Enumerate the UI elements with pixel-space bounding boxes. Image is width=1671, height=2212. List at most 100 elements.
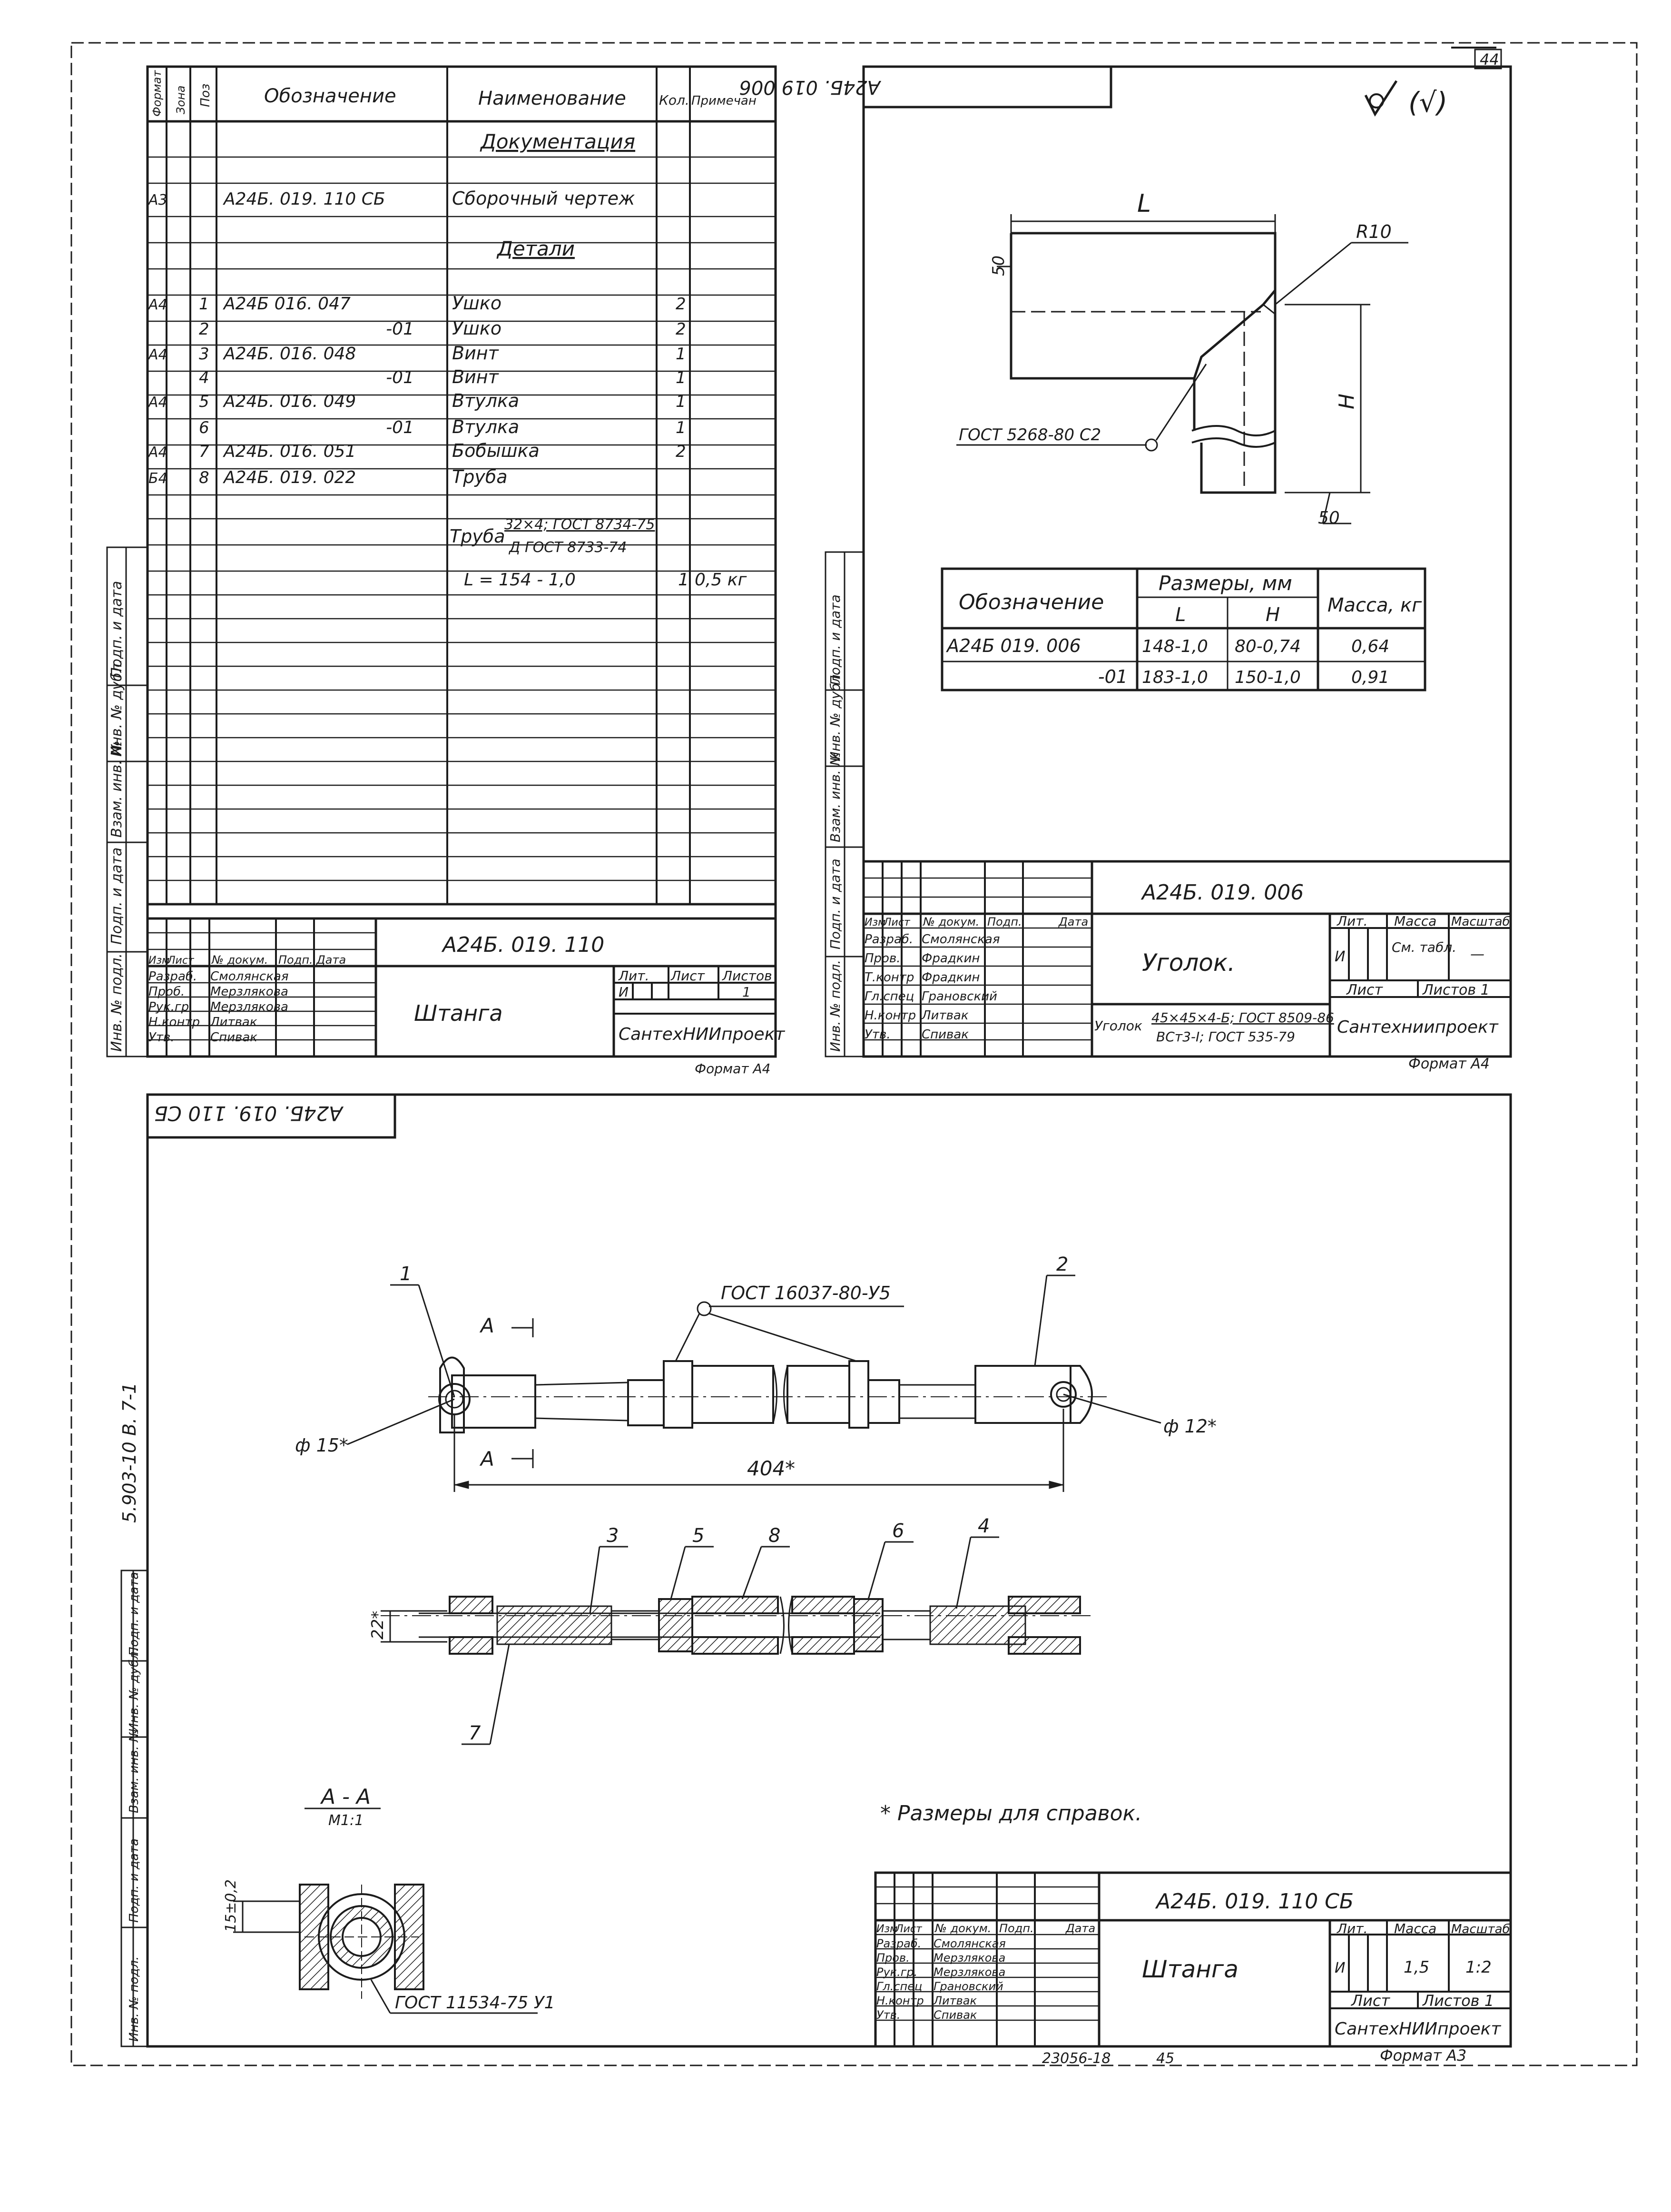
- tb-name: Смолянская: [934, 1937, 1006, 1950]
- angle-weld-gost: ГОСТ 5268-80 С2: [959, 425, 1101, 444]
- tb-role: Утв.: [876, 2008, 900, 2022]
- tb2-org: Сантехниипроект: [1337, 1017, 1499, 1037]
- tb-name: Грановский: [934, 1980, 1003, 1993]
- tb3-h-date: Дата: [1065, 1922, 1095, 1935]
- dia-right: ф 12*: [1163, 1416, 1217, 1437]
- spec-row-name: Ушко: [452, 293, 501, 314]
- tb3-sheets: Листов 1: [1422, 1992, 1494, 2010]
- pipe-spec-bottom: Д ГОСТ 8733-74: [508, 539, 627, 556]
- spec-section-details: Детали: [496, 237, 575, 260]
- assembly-stamp-box: [146, 1093, 396, 1139]
- side2-label-4: Подп. и дата: [827, 859, 843, 949]
- spec-row-name: Винт: [452, 366, 500, 387]
- tb2-h-doc: № докум.: [922, 915, 979, 928]
- tb1-format: Формат А4: [695, 1061, 770, 1076]
- assembly-side-code: 5.903-10 В. 7-1: [119, 1382, 140, 1523]
- assembly-weld-gost: ГОСТ 16037-80-У5: [721, 1283, 891, 1304]
- spec-row-qty: 1: [676, 345, 686, 364]
- spec-row-pos: 3: [199, 345, 209, 364]
- spec-col-code: Обозначение: [264, 85, 396, 107]
- spec-col-qty: Кол.: [659, 92, 689, 108]
- callout-5: 5: [692, 1525, 704, 1547]
- tb-role: Н.контр: [148, 1015, 200, 1029]
- spec-row-code: А24Б. 016. 051: [223, 442, 356, 461]
- spec-col-note: Примечан: [691, 94, 757, 108]
- angle-dim-H: H: [1335, 394, 1359, 409]
- angle-dim-50-top: 50: [989, 256, 1008, 276]
- tb-name: Грановский: [922, 989, 997, 1004]
- spec-row-format: А4: [147, 394, 167, 411]
- callout-7: 7: [469, 1722, 481, 1744]
- tb2-format: Формат А4: [1408, 1056, 1490, 1072]
- side2-label-2: Инв. № дубл.: [827, 670, 843, 761]
- tb-role: Утв.: [865, 1027, 891, 1042]
- tb-name: Мерзлякова: [934, 1965, 1005, 1979]
- tb-role: Рук.гр.: [876, 1965, 917, 1979]
- tb-role: Т.контр: [865, 970, 914, 985]
- tb2-scale: —: [1470, 946, 1484, 963]
- tb3-org: СантехНИИпроект: [1335, 2019, 1501, 2039]
- tb3-h-list: Лист: [895, 1923, 923, 1935]
- callout-4: 4: [978, 1515, 990, 1537]
- tb3-h-doc: № докум.: [934, 1922, 991, 1935]
- pipe-length: L = 154 - 1,0: [464, 570, 576, 590]
- tb-name: Фрадкин: [922, 951, 980, 966]
- side2-label-3: Взам. инв. №: [827, 752, 843, 842]
- tb2-mat-word: Уголок: [1094, 1018, 1142, 1034]
- tb1-h-izm: Изм: [148, 955, 170, 967]
- tb-name: Литвак: [921, 1008, 969, 1023]
- tb3-scale: 1:2: [1465, 1958, 1492, 1977]
- spec-row-name: Труба: [452, 466, 508, 487]
- angle-table-h-L: L: [1175, 604, 1186, 626]
- tb-name: Фрадкин: [922, 970, 980, 985]
- side3-label-5: Инв. № подл.: [127, 1956, 141, 2042]
- side-label-4: Подп. и дата: [108, 848, 125, 945]
- side-label-1: Подп. и дата: [108, 581, 125, 678]
- spec-sheet: [106, 65, 777, 1058]
- angle-row-H: 80-0,74: [1235, 637, 1301, 656]
- side2-label-1: Подп. и дата: [827, 594, 843, 685]
- tb2-h-sign: Подп.: [987, 915, 1022, 928]
- tb2-mat-bottom: ВСт3-I; ГОСТ 535-79: [1156, 1029, 1295, 1045]
- tb2-mass: См. табл.: [1392, 939, 1456, 955]
- spec-row-qty: 1: [676, 368, 686, 387]
- side3-label-3: Взам. инв. №: [127, 1729, 141, 1813]
- dim-22: 22*: [368, 1611, 387, 1639]
- spec-row-pos: 2: [199, 320, 209, 339]
- angle-row-L: 183-1,0: [1142, 668, 1208, 687]
- tb1-h-sign: Подп.: [278, 953, 313, 967]
- tb3-h-mass: Масса: [1394, 1921, 1436, 1936]
- spec-row-name: Втулка: [452, 416, 519, 437]
- spec-row-qty: 1: [676, 418, 686, 437]
- side3-label-1: Подп. и дата: [127, 1572, 141, 1656]
- tb2-code: А24Б. 019. 006: [1140, 880, 1304, 905]
- spec-row-format: Б4: [148, 470, 167, 487]
- tb2-h-lit: Лит.: [1337, 913, 1367, 929]
- tb2-mat-top: 45×45×4-Б; ГОСТ 8509-86: [1151, 1010, 1334, 1026]
- spec-row-pos: 1: [199, 295, 209, 314]
- side2-label-5: Инв. № подл.: [827, 960, 843, 1052]
- assembly-sheet: [120, 1093, 1512, 2048]
- callout-8: 8: [768, 1525, 780, 1547]
- angle-sheet: [825, 65, 1512, 1058]
- tb-role: Разраб.: [865, 932, 913, 947]
- spec-row-name: Втулка: [452, 390, 519, 411]
- tb1-h-sheet: Лист: [670, 968, 705, 984]
- section-aa: [233, 1807, 538, 2014]
- spec-row-code: А24Б. 016. 048: [223, 344, 356, 364]
- tb-role: Н.контр: [876, 1994, 924, 2007]
- side-label-5: Инв. № подл.: [108, 953, 125, 1052]
- tb1-h-date: Дата: [316, 953, 346, 967]
- tb2-h-scale: Масштаб: [1451, 915, 1510, 929]
- tb1-h-doc: № докум.: [211, 953, 268, 967]
- spec-row-qty: 2: [676, 442, 686, 461]
- footer-note: 23056-18: [1042, 2050, 1111, 2067]
- footer-page: 45: [1156, 2050, 1174, 2067]
- tb-name: Мерзлякова: [210, 985, 288, 999]
- callout-3: 3: [607, 1525, 619, 1547]
- tb2-h-mass: Масса: [1394, 913, 1436, 929]
- tb-name: Спивак: [922, 1027, 969, 1042]
- tb-role: Пров.: [865, 951, 901, 966]
